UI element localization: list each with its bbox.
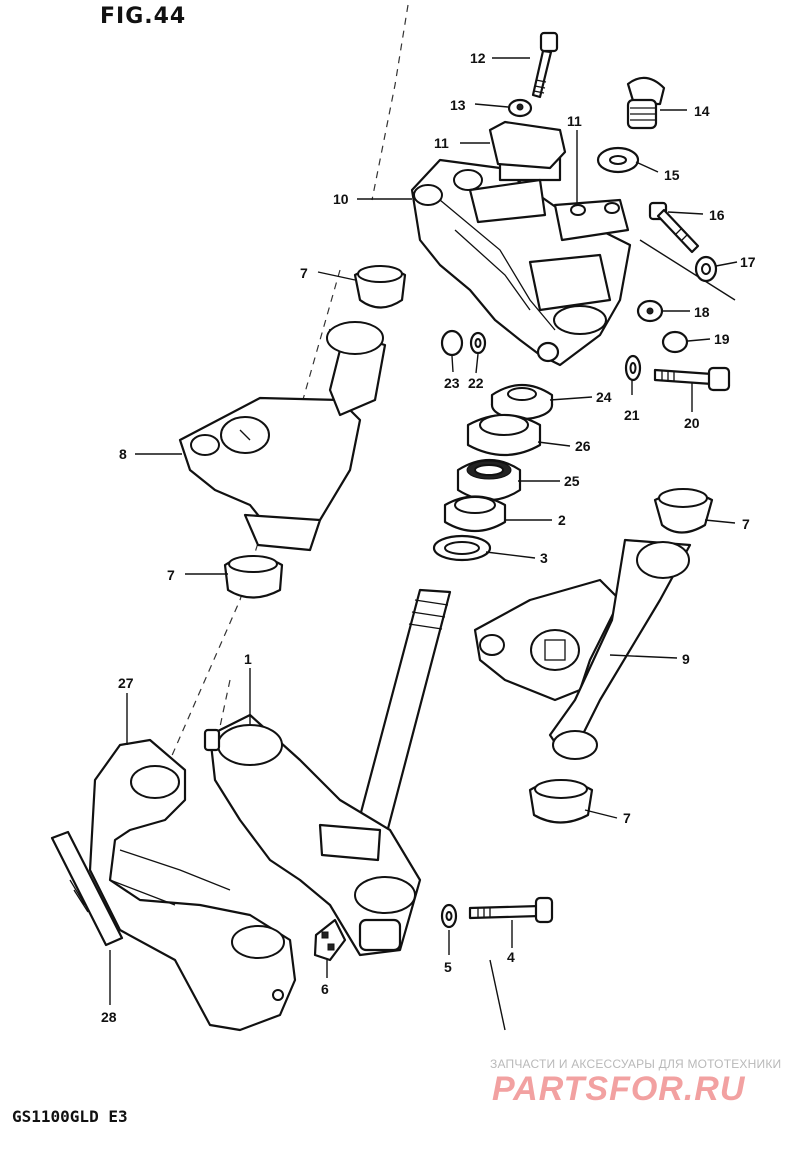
- assembly-axis-lines: [169, 4, 736, 1031]
- callout-7-lower-right: 7: [623, 810, 631, 826]
- callout-21: 21: [624, 407, 640, 423]
- part-23-cap: [440, 329, 464, 357]
- part-2-race: [443, 495, 507, 532]
- callout-15: 15: [664, 167, 680, 183]
- part-28-emblem: [50, 830, 124, 947]
- part-26-cone: [466, 414, 542, 456]
- part-9-handlebar-holder-right: [473, 538, 692, 760]
- callout-5: 5: [444, 959, 452, 975]
- part-7-cushion-upper-left: [353, 265, 407, 309]
- part-22-washer: [469, 331, 487, 355]
- part-14-plug: [626, 76, 666, 130]
- part-18-nut: [636, 299, 664, 323]
- callout-20: 20: [684, 415, 700, 431]
- callout-9: 9: [682, 651, 690, 667]
- callout-8: 8: [119, 446, 127, 462]
- callout-4: 4: [507, 949, 515, 965]
- callout-28: 28: [101, 1009, 117, 1025]
- part-25-bearing: [456, 459, 522, 501]
- callout-18: 18: [694, 304, 710, 320]
- part-13-nut: [507, 98, 533, 118]
- callout-16: 16: [709, 207, 725, 223]
- part-7-cushion-lower-right: [528, 779, 594, 824]
- callout-13: 13: [450, 97, 466, 113]
- part-7-cushion-upper-right: [653, 488, 714, 534]
- callout-19: 19: [714, 331, 730, 347]
- callout-14: 14: [694, 103, 710, 119]
- figure-title: FIG.44: [100, 4, 187, 29]
- callout-3: 3: [540, 550, 548, 566]
- watermark-logo: PARTSFOR.RU: [492, 1070, 746, 1108]
- part-1-steering-stem: [203, 588, 452, 957]
- callout-25: 25: [564, 473, 580, 489]
- part-6-clip: [313, 918, 347, 962]
- part-12-bolt: [531, 31, 559, 99]
- callout-7-upper-right: 7: [742, 516, 750, 532]
- part-17-washer: [694, 255, 718, 283]
- callout-labels: 12 13 14 11 11 15 10 16 17 7 18 19 23 22…: [101, 50, 756, 1025]
- callout-6: 6: [321, 981, 329, 997]
- part-3-seal: [432, 534, 492, 562]
- callout-22: 22: [468, 375, 484, 391]
- callout-27: 27: [118, 675, 134, 691]
- callout-11-right: 11: [567, 113, 582, 129]
- part-7-cushion-lower-left: [223, 555, 284, 599]
- model-code: GS1100GLD E3: [12, 1107, 128, 1126]
- callout-24: 24: [596, 389, 612, 405]
- callout-1: 1: [244, 651, 252, 667]
- part-27-cover: [88, 738, 297, 1032]
- callout-17: 17: [740, 254, 756, 270]
- callout-10: 10: [333, 191, 349, 207]
- part-4-bolt: [468, 896, 554, 924]
- callout-12: 12: [470, 50, 486, 66]
- part-10-upper-bracket: [410, 120, 632, 367]
- callout-7-lower-left: 7: [167, 567, 175, 583]
- part-16-bolt: [648, 201, 700, 254]
- watermark-tagline: ЗАПЧАСТИ И АКСЕССУАРЫ ДЛЯ МОТОТЕХНИКИ: [490, 1057, 782, 1071]
- part-24-nut: [490, 384, 554, 421]
- part-20-bolt: [653, 366, 731, 392]
- part-5-washer: [440, 903, 458, 929]
- callout-7-upper-left: 7: [300, 265, 308, 281]
- leader-lines: [109, 57, 738, 1005]
- part-19-cap: [661, 330, 689, 354]
- part-15-washer: [596, 146, 640, 174]
- part-21-washer: [624, 354, 642, 382]
- part-8-handlebar-holder-left: [178, 321, 387, 552]
- callout-26: 26: [575, 438, 591, 454]
- callout-2: 2: [558, 512, 566, 528]
- callout-11-upper: 11: [434, 135, 449, 151]
- callout-23: 23: [444, 375, 460, 391]
